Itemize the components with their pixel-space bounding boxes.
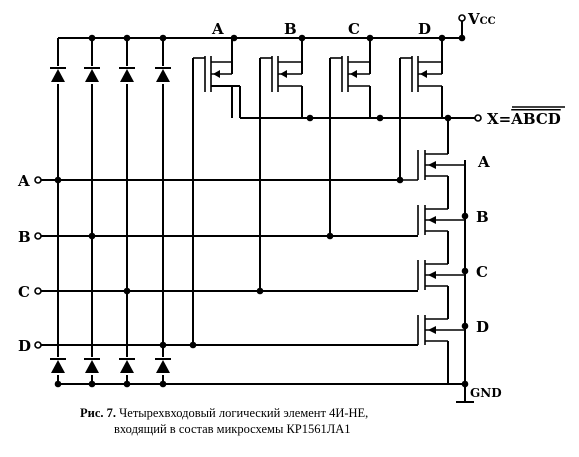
junction-dot xyxy=(159,341,167,349)
junction-dot xyxy=(461,267,469,275)
junction-dot xyxy=(461,212,469,220)
left-label-b: B xyxy=(18,228,31,246)
vcc-label: VCC xyxy=(467,10,496,28)
right-label-d: D xyxy=(476,318,489,336)
gnd-rail xyxy=(58,383,474,403)
junction-dot xyxy=(396,176,404,184)
pmos-arrow xyxy=(213,70,220,78)
caption-line-1: Четырехвходовый логический элемент 4И-НЕ… xyxy=(119,406,369,420)
figure-number: Рис. 7. xyxy=(80,406,117,420)
junction-dot xyxy=(123,287,131,295)
gate-feed-lines xyxy=(192,58,401,345)
diode-triangle xyxy=(120,69,134,82)
junction-dot xyxy=(458,34,466,42)
junction-dot xyxy=(461,380,469,388)
output-label: X=ABCD xyxy=(487,110,561,128)
diode-triangle xyxy=(85,69,99,82)
left-label-d: D xyxy=(18,337,31,355)
left-label-a: A xyxy=(17,172,30,190)
junction-dot xyxy=(298,34,306,42)
top-label-a: A xyxy=(211,20,224,38)
gnd-label: GND xyxy=(470,386,502,400)
nmos-arrow xyxy=(428,326,436,334)
figure-caption: Рис. 7. Четырехвходовый логический элеме… xyxy=(80,405,540,437)
junction-dot xyxy=(461,322,469,330)
top-label-c: C xyxy=(348,20,360,38)
pmos-arrow xyxy=(350,70,357,78)
diode-triangle xyxy=(51,69,65,82)
top-label-d: D xyxy=(418,20,431,38)
diode-symbols xyxy=(50,66,171,375)
junction-dot xyxy=(256,287,264,295)
diode-triangle xyxy=(120,360,134,373)
top-label-b: B xyxy=(284,20,297,38)
junction-dot xyxy=(189,341,197,349)
nmos-arrow xyxy=(428,216,436,224)
output-expression: ABCD xyxy=(510,110,561,128)
pmos-transistors xyxy=(193,38,443,118)
right-label-a: A xyxy=(477,153,490,171)
pmos-arrow xyxy=(420,70,427,78)
nmos-arrow xyxy=(428,271,436,279)
diode-triangle xyxy=(156,69,170,82)
junction-dot xyxy=(366,34,374,42)
input-lines xyxy=(34,176,418,349)
junction-dot xyxy=(123,34,131,42)
junction-dot xyxy=(123,380,131,388)
junction-dot xyxy=(54,380,62,388)
pmos-arrow xyxy=(280,70,287,78)
protection-diodes xyxy=(57,38,164,384)
junction-dot xyxy=(54,176,62,184)
junction-dot xyxy=(444,114,452,122)
nmos-arrow xyxy=(428,161,436,169)
diode-triangle xyxy=(85,360,99,373)
junction-dot xyxy=(326,232,334,240)
diode-triangle xyxy=(51,360,65,373)
diode-triangle xyxy=(156,360,170,373)
right-label-b: B xyxy=(476,208,489,226)
junction-dot xyxy=(306,114,314,122)
output-node xyxy=(240,114,482,150)
junction-dot xyxy=(159,34,167,42)
caption-line-2: входящий в состав микросхемы КР1561ЛА1 xyxy=(114,422,351,436)
junction-dot xyxy=(230,34,238,42)
nmos-transistors xyxy=(400,150,465,384)
junction-dot xyxy=(88,232,96,240)
vcc-rail xyxy=(58,14,466,39)
left-label-c: C xyxy=(18,283,30,301)
junction-dot xyxy=(88,34,96,42)
junction-dots xyxy=(54,34,469,388)
junction-dot xyxy=(159,380,167,388)
right-label-c: C xyxy=(476,263,488,281)
junction-dot xyxy=(376,114,384,122)
junction-dot xyxy=(88,380,96,388)
junction-dot xyxy=(438,34,446,42)
